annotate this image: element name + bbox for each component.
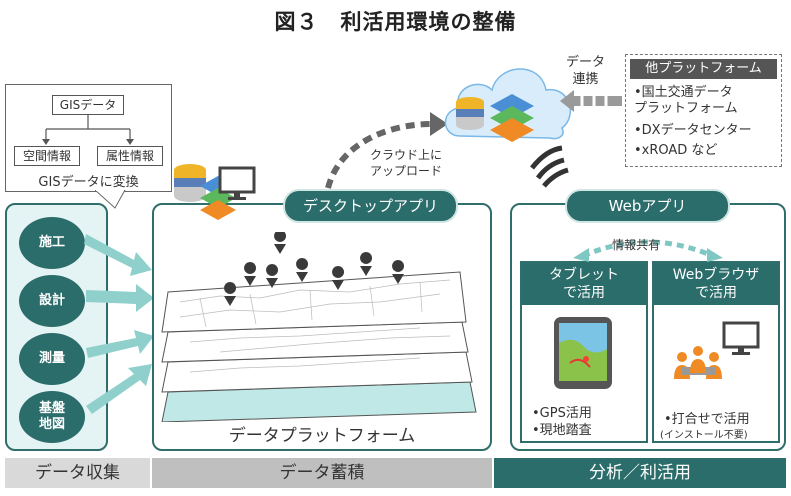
browser-heading: Webブラウザ で活用: [654, 263, 778, 305]
upload-caption: クラウド上に アップロード: [370, 148, 443, 178]
design-circle: 設計: [19, 275, 85, 327]
cloud-icon: [444, 68, 572, 142]
gis-tree-lines: [42, 115, 134, 145]
data-platform-label: データプラットフォーム: [228, 426, 416, 446]
tablet-icon: [554, 317, 612, 389]
monitor-icon: [218, 166, 256, 200]
web-app-panel: タブレット で活用 •GPS活用 •現地踏査 Webブラウザ で活用 •打合せで…: [510, 203, 786, 451]
gis-data-node: GISデータ: [52, 95, 124, 115]
band-data-storage: データ蓄積: [152, 458, 492, 488]
construction-circle: 施工: [19, 217, 85, 269]
database-icon: [174, 164, 206, 202]
tablet-uses: •GPS活用 •現地踏査: [532, 406, 592, 438]
tablet-heading: タブレット で活用: [522, 263, 646, 305]
collection-arrows: [84, 234, 154, 414]
share-arrow: [573, 239, 723, 262]
mlit-data-platform: •国土交通データ プラットフォーム: [634, 85, 738, 116]
map-pins: [224, 232, 405, 306]
layer-1: [161, 271, 467, 333]
layered-map: [161, 232, 477, 422]
tablet-panel: タブレット で活用 •GPS活用 •現地踏査: [520, 261, 648, 443]
web-app-pill: Webアプリ: [565, 189, 730, 223]
dx-data-center: •DXデータセンター: [634, 123, 752, 138]
figure-title: 図３ 利活用環境の整備: [274, 10, 517, 34]
info-share-label: 情報共有: [612, 238, 661, 252]
band-data-collection: データ収集: [5, 458, 150, 488]
desktop-app-pill: デスクトップアプリ: [283, 189, 458, 223]
browser-uses: •打合せで活用: [664, 412, 750, 427]
other-platforms-box: 他プラットフォーム •国土交通データ プラットフォーム •DXデータセンター •…: [625, 54, 782, 167]
data-link-arrow: [560, 90, 622, 112]
spatial-info-node: 空間情報: [14, 146, 80, 166]
meeting-icon: [674, 321, 760, 379]
gis-convert-caption: GISデータに変換: [38, 175, 139, 190]
arrow-survey: [86, 330, 154, 358]
arrow-construction: [84, 234, 152, 276]
arrow-base-map: [86, 364, 152, 414]
no-install-note: (インストール不要): [660, 430, 748, 441]
survey-circle: 測量: [19, 333, 85, 385]
xroad-item: •xROAD など: [634, 143, 718, 158]
data-link-caption: データ 連携: [566, 55, 606, 87]
wireless-icon: [530, 145, 569, 188]
arrow-design: [86, 284, 154, 312]
callout-tail: [95, 190, 126, 209]
gis-conversion-callout: GISデータ 空間情報 属性情報 GISデータに変換: [5, 84, 172, 192]
base-map-circle: 基盤 地図: [19, 391, 85, 443]
band-analysis-utilization: 分析／利活用: [494, 458, 786, 488]
browser-panel: Webブラウザ で活用 •打合せで活用 (インストール不要): [652, 261, 780, 443]
attribute-info-node: 属性情報: [97, 146, 163, 166]
upload-arrow: [325, 112, 448, 189]
other-platforms-title: 他プラットフォーム: [630, 59, 777, 79]
